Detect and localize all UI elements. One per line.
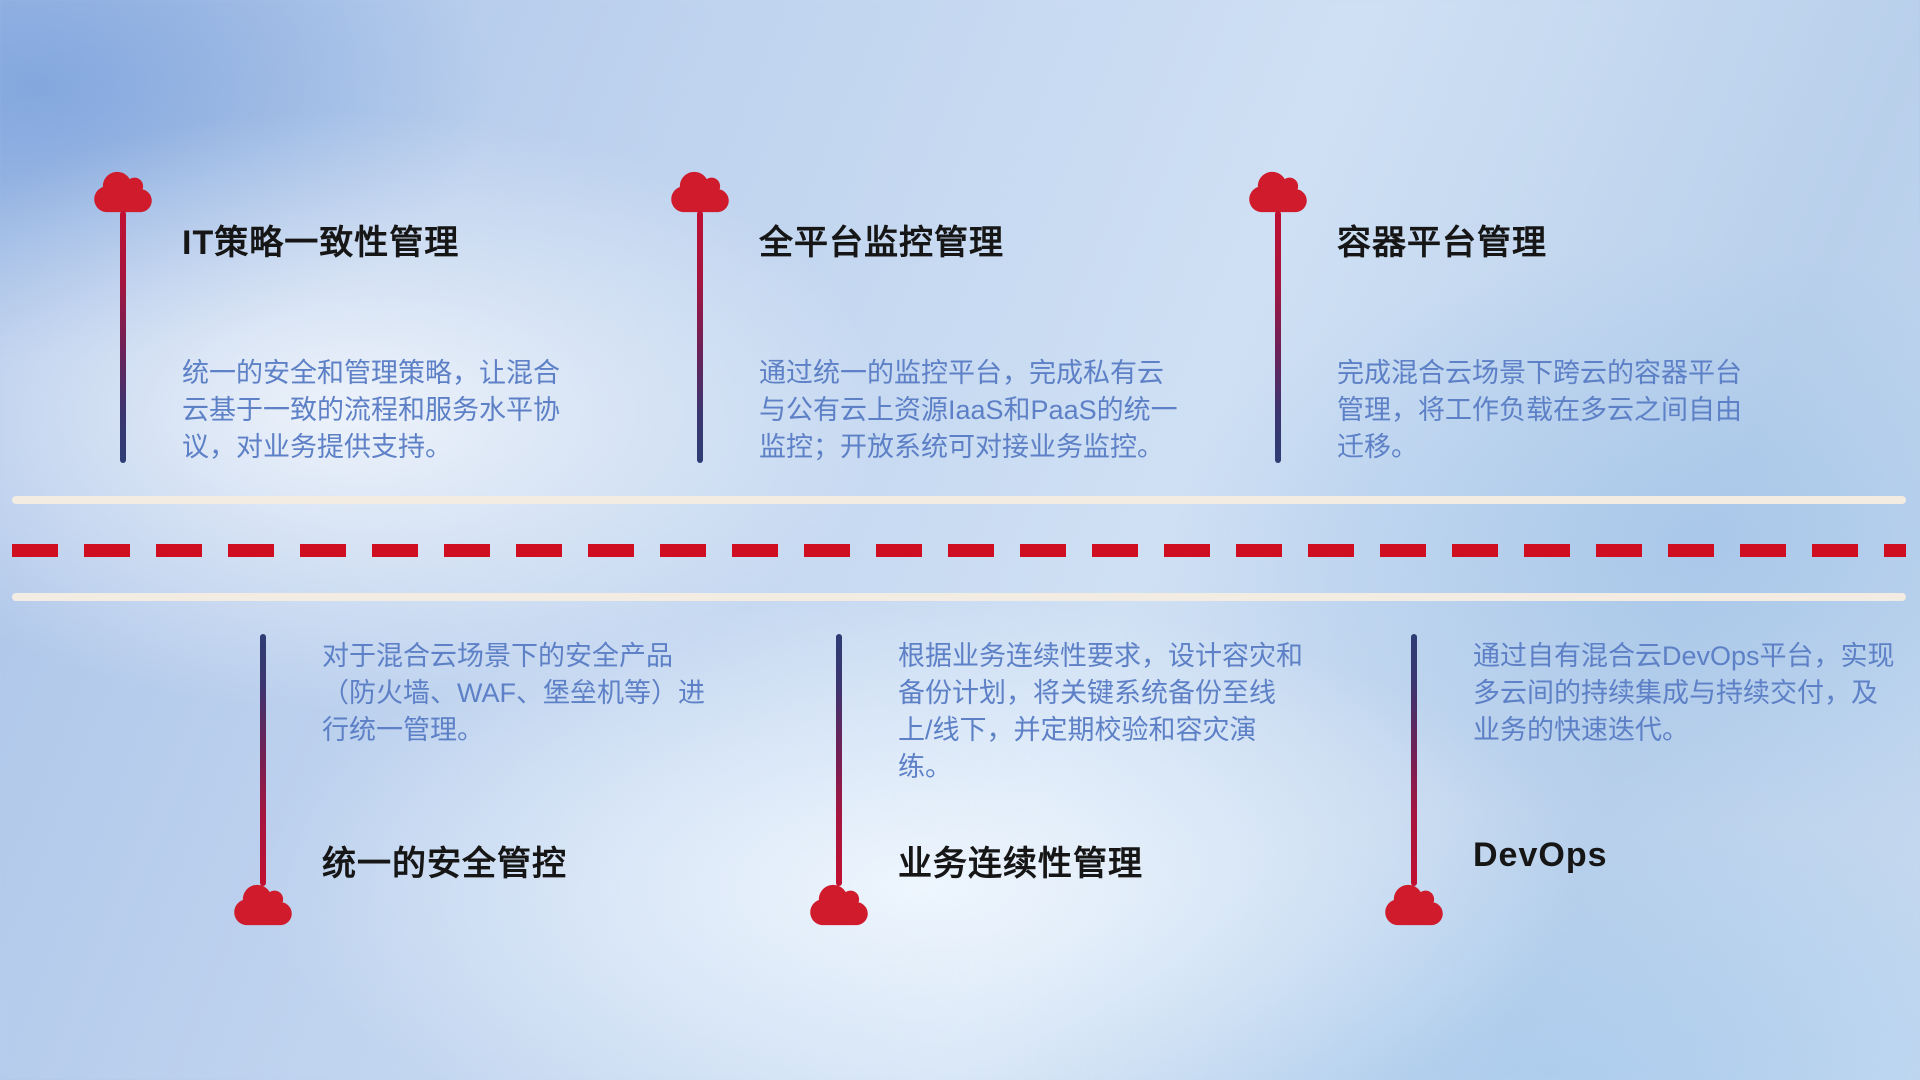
connector-line [836,634,842,886]
feature-title: DevOps [1473,836,1608,874]
cloud-icon [1385,884,1443,926]
feature-title: IT策略一致性管理 [182,224,460,262]
connector-bottom-3 [1385,634,1443,928]
connector-line [1275,211,1281,463]
cloud-icon [234,882,292,928]
feature-description: 对于混合云场景下的安全产品（防火墙、WAF、堡垒机等）进行统一管理。 [322,641,705,745]
feature-title: 统一的安全管控 [322,845,567,883]
connector-line [697,211,703,463]
connector-top-3 [1249,169,1307,463]
connector-line [260,634,266,886]
connector-line [120,211,126,463]
feature-description: 通过统一的监控平台，完成私有云与公有云上资源IaaS和PaaS的统一监控；开放系… [759,358,1178,462]
feature-title: 业务连续性管理 [898,845,1143,883]
feature-description: 通过自有混合云DevOps平台，实现多云间的持续集成与持续交付，及业务的快速迭代… [1473,641,1895,745]
feature-description: 统一的安全和管理策略，让混合云基于一致的流程和服务水平协议，对业务提供支持。 [182,358,560,462]
connector-top-1 [94,169,152,463]
connector-top-2 [671,169,729,463]
cloud-icon [234,884,292,926]
cloud-icon [1385,882,1443,928]
connector-bottom-1 [234,634,292,928]
cloud-icon [810,882,868,928]
feature-title: 全平台监控管理 [759,224,1004,262]
cloud-icon [94,169,152,215]
road-edge-bottom [12,593,1906,601]
cloud-icon [94,171,152,213]
cloud-icon [1249,169,1307,215]
road-edge-top [12,496,1906,504]
cloud-icon [671,169,729,215]
road-center-dashes [12,544,1906,557]
feature-description: 完成混合云场景下跨云的容器平台管理，将工作负载在多云之间自由迁移。 [1337,358,1742,462]
cloud-icon [671,171,729,213]
feature-description: 根据业务连续性要求，设计容灾和备份计划，将关键系统备份至线上/线下，并定期校验和… [898,641,1303,782]
connector-bottom-2 [810,634,868,928]
cloud-icon [810,884,868,926]
feature-title: 容器平台管理 [1337,224,1547,262]
cloud-icon [1249,171,1307,213]
connector-line [1411,634,1417,886]
